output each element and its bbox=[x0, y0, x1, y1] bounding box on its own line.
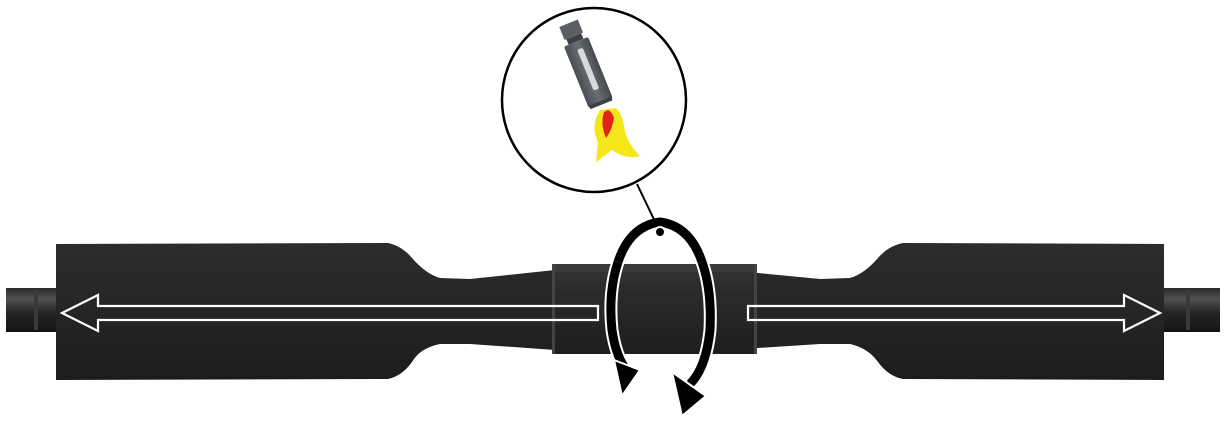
torch-callout bbox=[500, 6, 688, 194]
arrow-right-icon bbox=[746, 293, 1163, 333]
callout-anchor-dot bbox=[654, 226, 666, 238]
rotation-arrow-icon bbox=[604, 215, 717, 418]
callout-line bbox=[636, 183, 661, 233]
gas-torch-icon bbox=[559, 19, 613, 110]
sleeve-left bbox=[56, 243, 555, 380]
cable-right bbox=[1160, 288, 1220, 332]
cable-left bbox=[6, 288, 58, 332]
center-sleeve bbox=[552, 264, 757, 354]
sleeve-right bbox=[727, 243, 1164, 380]
flame-icon bbox=[594, 108, 640, 162]
arrow-left-icon bbox=[59, 293, 600, 333]
